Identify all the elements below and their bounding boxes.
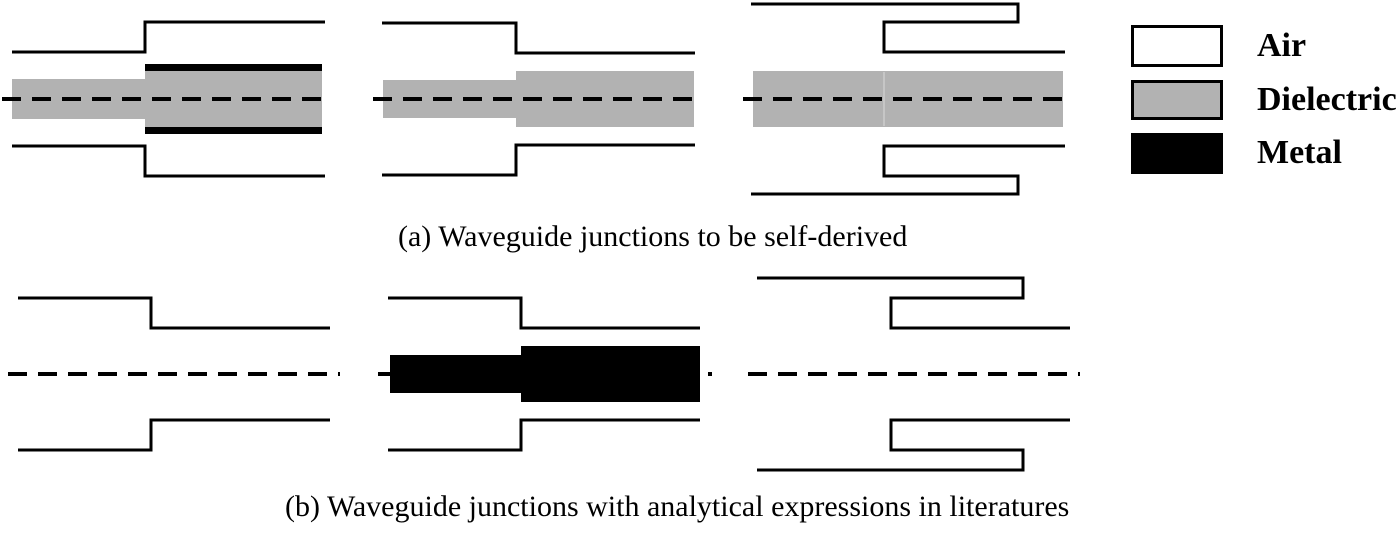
legend-swatch-metal <box>1131 133 1223 174</box>
top-wall <box>751 2 1065 54</box>
bottom-wall <box>18 418 330 452</box>
top-wall <box>388 296 700 330</box>
bottom-wall <box>751 144 1065 196</box>
legend-label-metal: Metal <box>1257 134 1342 171</box>
metal-rod-left <box>390 355 521 393</box>
caption-b: (b) Waveguide junctions with analytical … <box>285 490 1070 523</box>
dielectric-slab-right <box>145 71 322 127</box>
top-wall <box>757 276 1070 330</box>
junction-a3-overlap-dielectric <box>743 2 1073 196</box>
top-wall <box>12 20 325 54</box>
dielectric-slab-right <box>516 71 694 127</box>
junction-a1-step-dielectric-metal-lined <box>2 20 332 178</box>
bottom-wall <box>12 144 325 178</box>
caption-a: (a) Waveguide junctions to be self-deriv… <box>398 220 908 253</box>
legend-label-air: Air <box>1257 27 1307 64</box>
metal-rod-right <box>521 346 700 402</box>
legend-label-dielectric: Dielectric <box>1257 81 1397 118</box>
metal-strip-bottom <box>145 127 322 134</box>
junction-b3-overlap-air <box>748 276 1080 472</box>
junction-b1-step-air <box>8 296 340 452</box>
junction-a2-step-dielectric <box>373 21 703 177</box>
top-wall <box>382 21 695 55</box>
junction-b2-step-metal-rod <box>378 296 712 452</box>
legend-swatch-dielectric <box>1131 80 1223 120</box>
top-wall <box>18 296 330 330</box>
legend-swatch-air <box>1131 25 1223 67</box>
bottom-wall <box>382 143 695 177</box>
metal-strip-top <box>145 64 322 71</box>
bottom-wall <box>757 418 1070 472</box>
bottom-wall <box>388 418 700 452</box>
